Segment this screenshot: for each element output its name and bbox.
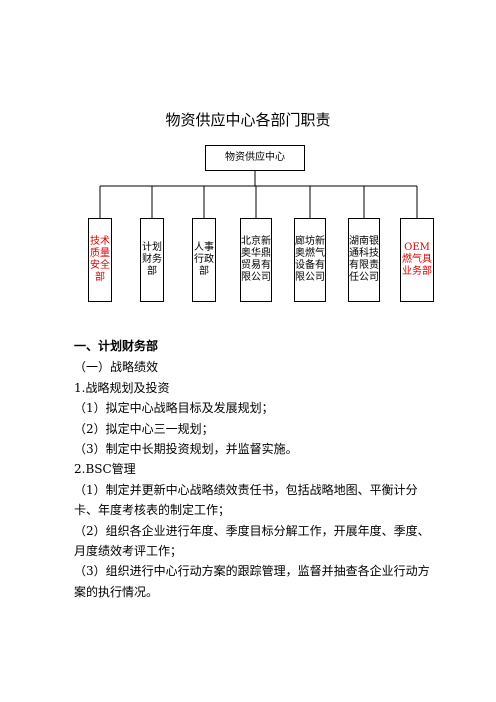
section-content: 一、计划财务部 （一）战略绩效 1.战略规划及投资 （1）拟定中心战略目标及发展… <box>74 336 434 602</box>
page-title: 物资供应中心各部门职责 <box>165 111 331 129</box>
dept-node-hr-admin: 人事行政部 <box>192 218 216 302</box>
item1-title: 1.战略规划及投资 <box>74 380 170 395</box>
item2-line: （2）组织各企业进行年度、季度目标分解工作，开展年度、季度、月度绩效考评工作； <box>74 523 430 559</box>
dept-node-beijing-enn: 北京新奥华鼎贸易有限公司 <box>240 218 272 302</box>
item1-line: （2）拟定中心三一规划； <box>74 421 214 436</box>
dept-node-hunan-yintong: 湖南银通科技有限责任公司 <box>348 218 380 302</box>
org-root-node: 物资供应中心 <box>205 145 305 171</box>
dept-node-langfang-enn: 廊坊新奥燃气设备有限公司 <box>294 218 326 302</box>
dept-node-planning-finance: 计划财务部 <box>140 218 164 302</box>
dept-node-tech-quality: 技术质量安全部 <box>88 218 112 302</box>
item1-line: （3）制定中长期投资规划，并监督实施。 <box>74 442 298 457</box>
item2-line: （1）制定并更新中心战略绩效责任书，包括战略地图、平衡计分卡、年度考核表的制定工… <box>74 482 418 518</box>
org-chart-connectors <box>99 171 418 218</box>
item2-line: （3）组织进行中心行动方案的跟踪管理，监督并抽查各企业行动方案的执行情况。 <box>74 564 430 599</box>
section-heading: 一、计划财务部 <box>74 339 159 353</box>
item1-line: （1）拟定中心战略目标及发展规划； <box>74 401 274 416</box>
sub-heading: （一）战略绩效 <box>74 360 159 375</box>
item2-title: 2.BSC管理 <box>74 462 136 477</box>
dept-node-oem: OEM燃气具业务部 <box>400 218 434 302</box>
